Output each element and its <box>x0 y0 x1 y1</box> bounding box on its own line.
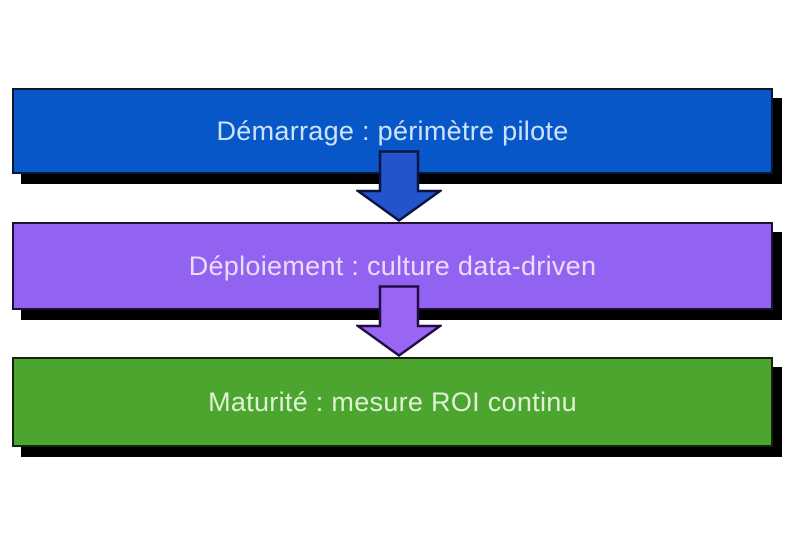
down-arrow-shape <box>356 150 442 222</box>
step-label-demarrage: Démarrage : périmètre pilote <box>216 115 569 146</box>
down-arrow-icon <box>356 150 442 222</box>
step-label-deploiement: Déploiement : culture data-driven <box>188 250 597 281</box>
down-arrow-shape <box>356 285 442 357</box>
step-bar-maturite: Maturité : mesure ROI continu <box>12 357 773 447</box>
down-arrow-icon <box>356 285 442 357</box>
step-label-maturite: Maturité : mesure ROI continu <box>208 386 577 417</box>
